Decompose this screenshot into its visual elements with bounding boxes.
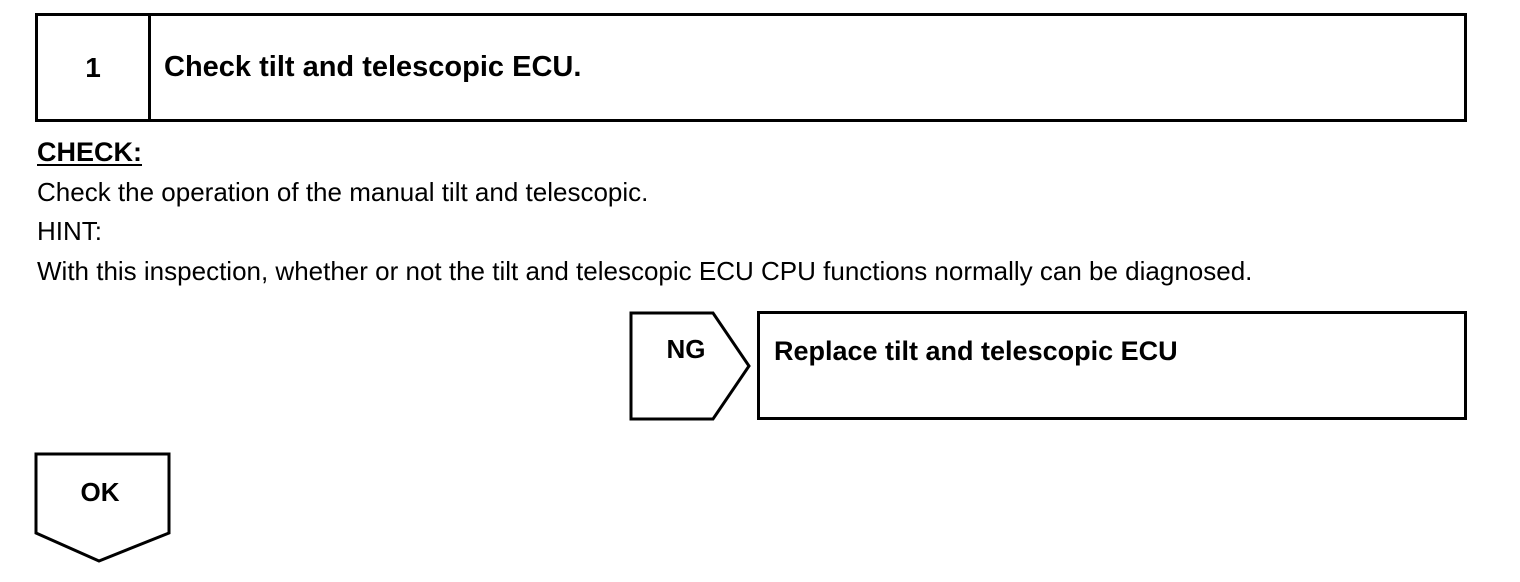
ok-arrow-icon bbox=[34, 452, 171, 563]
ok-label: OK bbox=[80, 477, 120, 507]
step-number: 1 bbox=[38, 16, 151, 119]
ng-label: NG bbox=[666, 334, 706, 364]
step-header-box: 1 Check tilt and telescopic ECU. bbox=[35, 13, 1467, 122]
hint-text: With this inspection, whether or not the… bbox=[37, 256, 1253, 286]
check-heading: CHECK: bbox=[37, 137, 142, 167]
ng-arrow-icon bbox=[629, 311, 751, 421]
step-title: Check tilt and telescopic ECU. bbox=[164, 51, 582, 83]
ng-result-box: Replace tilt and telescopic ECU bbox=[757, 311, 1467, 420]
check-instruction: Check the operation of the manual tilt a… bbox=[37, 177, 649, 207]
ng-action-text: Replace tilt and telescopic ECU bbox=[774, 336, 1178, 366]
hint-label: HINT: bbox=[37, 216, 102, 246]
